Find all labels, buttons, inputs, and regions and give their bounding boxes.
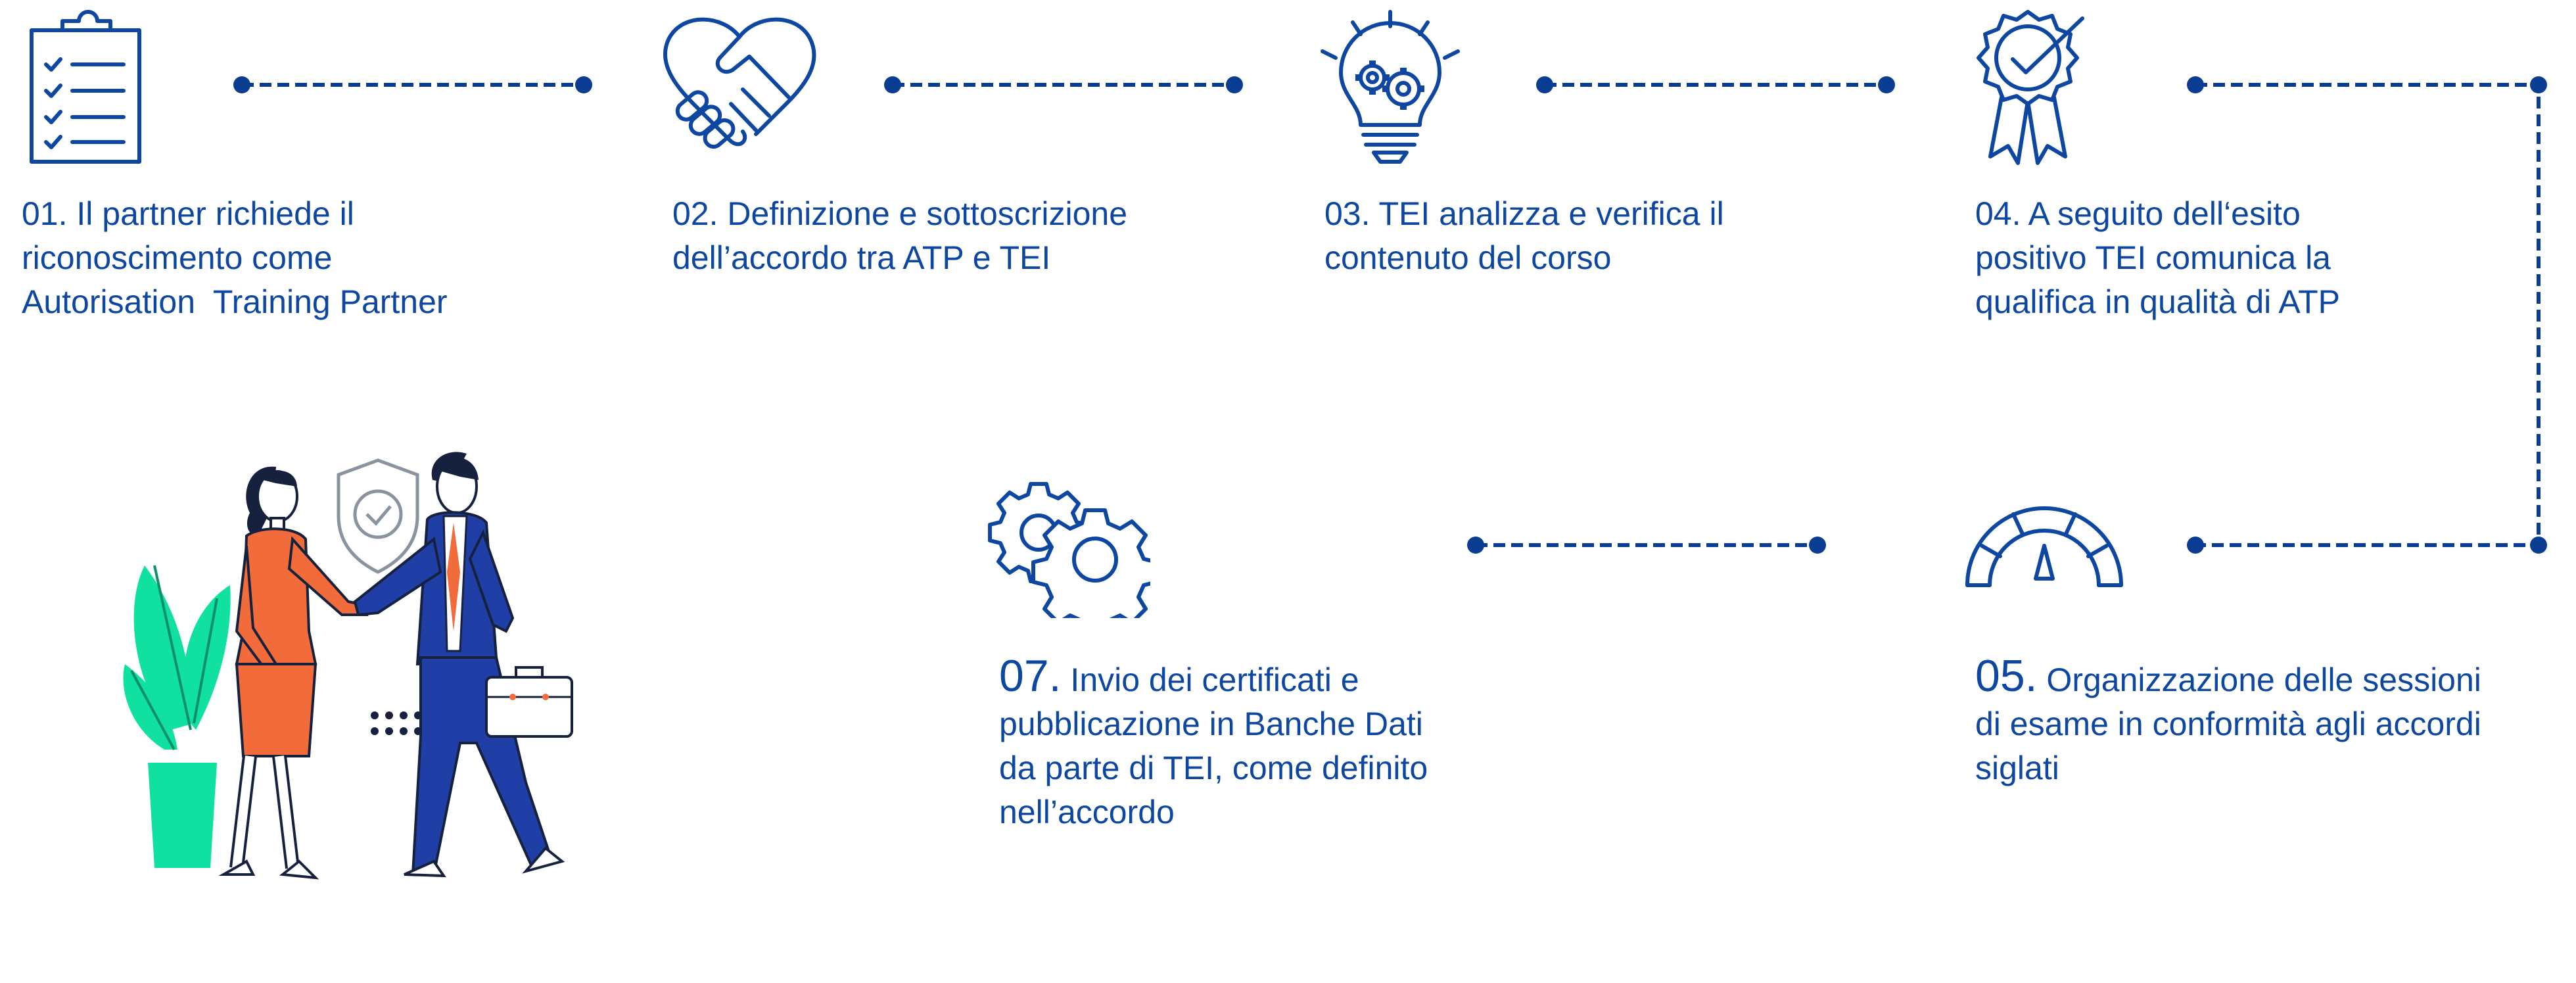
connector-dot — [2530, 76, 2547, 93]
gears-icon — [988, 482, 1150, 618]
businesswoman — [218, 466, 369, 880]
connector-dot — [1809, 537, 1826, 554]
plant — [123, 565, 231, 868]
step-05-text: 05. Organizzazione delle sessioni di esa… — [1975, 651, 2481, 786]
connector-dot — [884, 76, 901, 93]
shield-check-icon — [337, 458, 419, 574]
step-07-text: 07. Invio dei certificati e pubblicazion… — [999, 651, 1428, 830]
step-05-number: 05. — [1975, 651, 2038, 701]
step-03-text: 03. TEI analizza e verifica il contenuto… — [1324, 195, 1724, 276]
connector-dot — [1536, 76, 1553, 93]
connector-dot — [2187, 537, 2204, 554]
connector-dot — [1878, 76, 1895, 93]
businessman — [353, 452, 573, 878]
clipboard-checklist-icon — [30, 10, 141, 164]
business-handshake-illustration — [123, 452, 573, 880]
connector-dot — [575, 76, 592, 93]
step-07-number: 07. — [999, 651, 1062, 701]
step-02-text: 02. Definizione e sottoscrizione dell’ac… — [672, 195, 1128, 276]
lightbulb-gears-icon — [1321, 10, 1460, 164]
connector-04-05 — [2195, 83, 2541, 547]
connector-dot — [1226, 76, 1243, 93]
speedometer-icon — [1965, 506, 2123, 587]
connector-dot — [2530, 537, 2547, 554]
step-01-text: 01. Il partner richiede il riconosciment… — [22, 195, 448, 320]
connector-dot — [2187, 76, 2204, 93]
award-badge-icon — [1977, 10, 2084, 165]
handshake-icon — [663, 17, 816, 149]
step-04-text: 04. A seguito dell‘esito positivo TEI co… — [1975, 195, 2340, 320]
connector-dot — [233, 76, 250, 93]
connector-dot — [1467, 537, 1484, 554]
